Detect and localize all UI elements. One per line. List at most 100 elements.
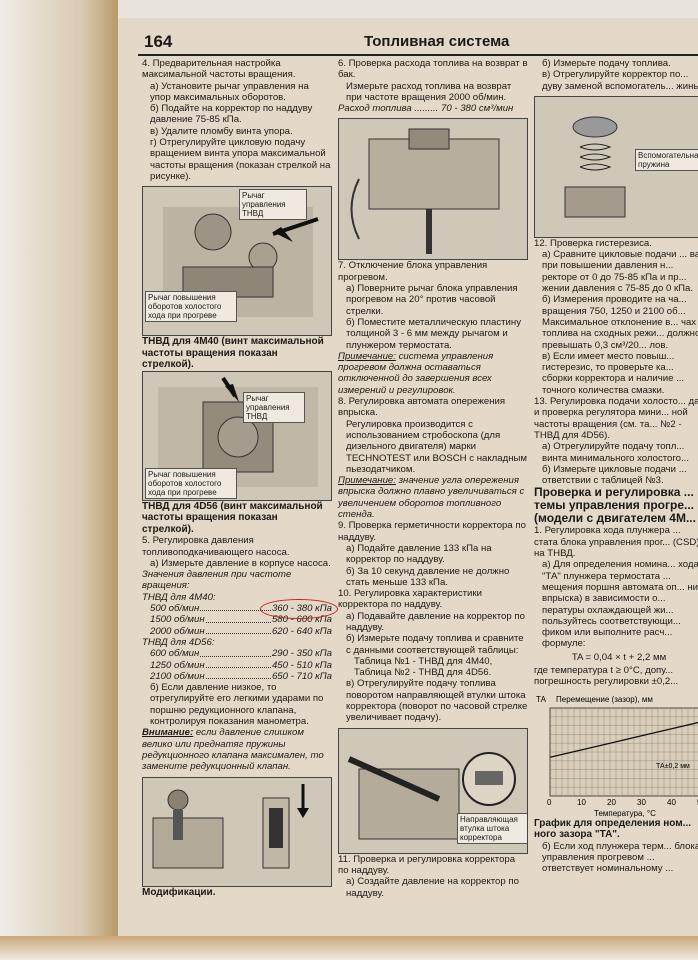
step-11: 11. Проверка и регулировка корректора по…	[338, 853, 516, 876]
table-row: 1250 об/мин 450 - 510 кПа	[142, 660, 332, 671]
pressure-table-title: Значения давления при частоте вращения:	[142, 569, 292, 592]
note-label: Примечание:	[338, 350, 396, 362]
chart-x-tick: 10	[577, 798, 586, 807]
step-13b: б) Измерьте цикловые подачи ... ответств…	[542, 463, 687, 487]
rpm-cell: 2000 об/мин	[150, 625, 205, 637]
step-8a: Регулировка производится с использование…	[346, 418, 528, 475]
figure-label-lever: Рычаг управления ТНВД	[243, 391, 305, 423]
figure-label-spring: Вспомогательная пружина	[635, 148, 698, 171]
table-row: 500 об/мин 360 - 380 кПа	[142, 599, 338, 620]
figure-label-idle-lever: Рычаг повышения оборотов холостого хода …	[145, 291, 237, 323]
figure-corrector-sleeve: Направляющая втулка штока корректора	[338, 727, 528, 854]
chart-series-line	[549, 721, 698, 758]
chart-y-label: ТА	[536, 695, 547, 704]
step-10: 10. Регулировка характеристики корректор…	[338, 588, 482, 611]
figure-4m40-pump: Рычаг управления ТНВД Рычаг повышения об…	[142, 186, 332, 337]
figure-return-flow	[338, 118, 528, 261]
note-label: Примечание:	[338, 475, 396, 487]
step-13a: а) Отрегулируйте подачу топл... винта ми…	[542, 441, 689, 464]
note-text: система управления прогревом должна оста…	[338, 350, 494, 396]
step-9b: б) За 10 секунд давление не должно стать…	[346, 565, 510, 588]
formula-note: где температура t ≥ 0°C, допу... погрешн…	[534, 664, 679, 688]
step-7a: а) Поверните рычаг блока управления прог…	[346, 283, 518, 317]
step-12b: б) Измерения проводите на ча... вращения…	[542, 294, 698, 351]
step-1b: б) Если ход плунжера терм... блока управ…	[542, 840, 698, 875]
rpm-cell: 1250 об/мин	[150, 659, 205, 671]
table-4m40-title: ТНВД для 4М40:	[142, 591, 216, 603]
book-bottom-edge	[0, 936, 698, 960]
chart-annotation: ТА±0,2 мм	[656, 763, 690, 770]
step-8: 8. Регулировка автомата опережения впрыс…	[338, 396, 506, 419]
step-4v: в) Удалите пломбу винта упора.	[150, 125, 293, 137]
step-6a: Измерьте расход топлива на возврат при ч…	[346, 80, 512, 103]
step-11a: а) Создайте давление на корректор по над…	[346, 876, 519, 899]
step-5a: а) Измерьте давление в корпусе насоса.	[150, 557, 331, 569]
step-6: 6. Проверка расхода топлива на возврат в…	[338, 58, 528, 81]
section-heading: Проверка и регулировка ... темы управлен…	[534, 485, 696, 526]
figure-modifications	[142, 776, 332, 887]
rpm-cell: 500 об/мин	[150, 603, 200, 615]
step-13: 13. Регулировка подачи холосто... да и п…	[534, 396, 698, 441]
page-header: 164 Топливная система	[138, 32, 698, 56]
step-10v: в) Отрегулируйте подачу топлива поворото…	[346, 678, 528, 724]
step-5b: б) Если давление низкое, то отрегулируйт…	[150, 682, 324, 728]
chart-x-label: Температура, °C	[594, 809, 656, 818]
table-4d56-title: ТНВД для 4D56:	[142, 636, 215, 648]
section-title: Топливная система	[364, 33, 510, 50]
chart-y-sublabel: Перемещение (зазор), мм	[556, 695, 653, 704]
step-4b: б) Подайте на корректор по наддуву давле…	[150, 103, 313, 126]
note-2: Примечание: значение угла опережения впр…	[338, 475, 528, 520]
spring-drawing-icon	[564, 116, 626, 218]
fuel-flow-spec: Расход топлива ......... 70 - 380 см³/ми…	[338, 103, 514, 115]
chart-x-tick: 30	[637, 798, 646, 807]
figure-label-idle-lever: Рычаг повышения оборотов холостого хода …	[145, 467, 237, 499]
step-7b: б) Поместите металлическую пластину толщ…	[346, 316, 522, 351]
wrench-drawing-icon	[347, 751, 516, 840]
step-4a: а) Установите рычаг управления на упор м…	[150, 80, 309, 103]
step-12v: в) Если имеет место повыш... гистерезис,…	[542, 350, 685, 396]
step-12: 12. Проверка гистерезиса.	[534, 237, 652, 249]
column-middle: 6. Проверка расхода топлива на возврат в…	[338, 58, 528, 899]
table-row: 2100 об/мин 650 - 710 кПа	[142, 671, 332, 682]
step-5: 5. Регулировка давления топливоподкачива…	[142, 535, 290, 558]
valve-drawing-icon	[152, 783, 309, 868]
chart-x-tick: 40	[667, 798, 676, 807]
page-number: 164	[144, 32, 173, 51]
figure-4d56-pump: Рычаг управления ТНВД Рычаг повышения об…	[142, 370, 332, 501]
formula: TA = 0,04 × t + 2,2 мм	[571, 651, 667, 663]
table-row: 2000 об/мин 620 - 640 кПа	[142, 626, 332, 637]
step-4: 4. Предварительная настройка максимально…	[142, 58, 296, 81]
step-1: 1. Регулировка хода плунжера ... стата б…	[534, 525, 698, 560]
rpm-cell: 1500 об/мин	[150, 614, 205, 626]
pressure-cell: 580 - 600 кПа	[271, 614, 332, 626]
warning-label: Внимание:	[142, 727, 194, 739]
figure-aux-spring: Вспомогательная пружина	[534, 95, 698, 238]
step-9: 9. Проверка герметичности корректора по …	[338, 520, 526, 543]
pressure-cell: 290 - 350 кПа	[271, 648, 332, 660]
step-12a: а) Сравните цикловые подачи ... ва при п…	[542, 249, 698, 295]
chart-svg: ТА Перемещение (зазор), мм Температура, …	[536, 695, 698, 818]
pressure-cell: 650 - 710 кПа	[271, 670, 332, 682]
pressure-cell: 450 - 510 кПа	[271, 659, 332, 671]
warning-text: если давление слишком велико или преднат…	[142, 727, 324, 773]
book-edge	[0, 0, 118, 960]
step-1a: а) Для определения номина... хода "ТА" п…	[542, 559, 698, 650]
note-1: Примечание: система управления прогревом…	[338, 351, 528, 396]
figure-label-lever: Рычаг управления ТНВД	[239, 189, 307, 221]
step-b: б) Измерьте подачу топлива.	[542, 58, 671, 69]
chart-ta: ТА Перемещение (зазор), мм Температура, …	[534, 692, 698, 818]
table-row: 600 об/мин 290 - 350 кПа	[142, 648, 332, 659]
figure-caption-4d56: ТНВД для 4D56 (винт максимальной частоты…	[142, 500, 323, 535]
chart-x-tick: 20	[607, 798, 616, 807]
figure-caption-4m40: ТНВД для 4М40 (винт максимальной частоты…	[142, 336, 324, 371]
step-4g: г) Отрегулируйте цикловую подачу вращени…	[150, 137, 331, 182]
pump-assembly-icon	[350, 128, 500, 255]
highlight-circle	[260, 599, 338, 620]
step-9a: а) Подайте давление 133 кПа на корректор…	[346, 542, 492, 566]
figure-caption-modifications: Модификации.	[142, 886, 216, 898]
step-v: в) Отрегулируйте корректор по... дуву за…	[542, 69, 698, 92]
pressure-cell: 620 - 640 кПа	[271, 625, 332, 637]
rpm-cell: 600 об/мин	[150, 648, 200, 660]
column-left: 4. Предварительная настройка максимально…	[142, 58, 338, 898]
chart-x-tick: 0	[547, 798, 552, 807]
